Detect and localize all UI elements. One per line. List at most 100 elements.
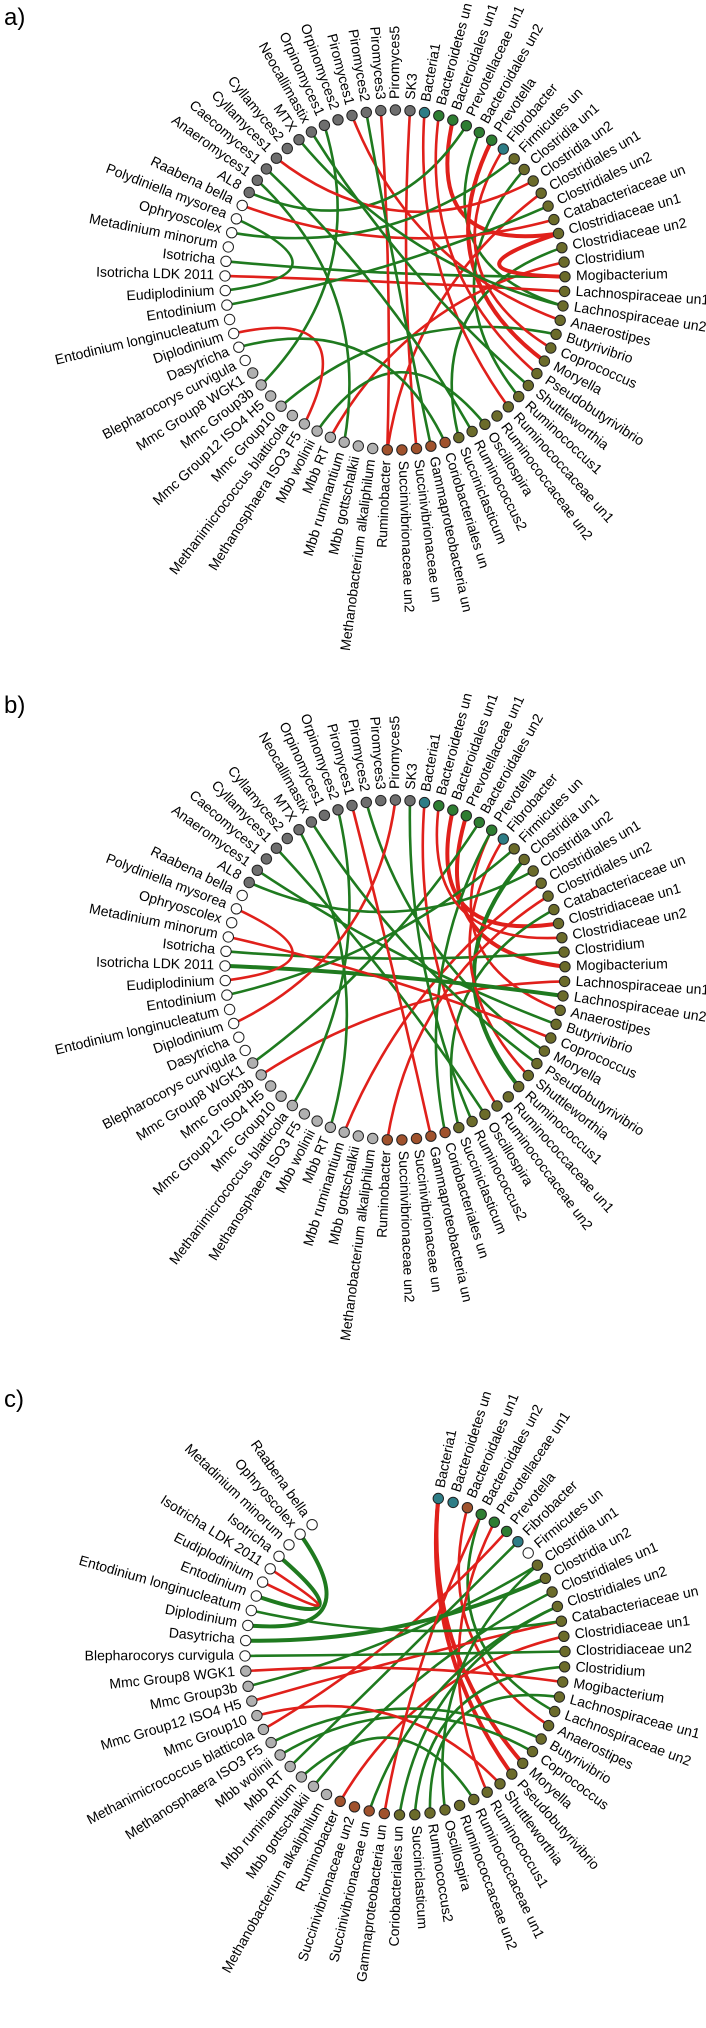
node-fibrobacter (512, 1536, 524, 1548)
node-mmc-group12-iso4-h5 (265, 1080, 277, 1092)
node-butyrivibrio (535, 1733, 547, 1745)
node-ruminobacter (381, 1134, 393, 1146)
node-mogibacterium (559, 271, 571, 283)
node-mbb-wolinii (274, 1749, 286, 1761)
node-entodinium (221, 989, 233, 1001)
node-ruminococcaceae-un1 (502, 401, 514, 413)
node-bacteroidales-un2 (473, 126, 485, 139)
edge-succinivibrionaceae-un-to-clostridiales-un2 (367, 1605, 559, 1813)
node-succiniclasticum (409, 1809, 421, 1821)
edge-succinivibrionaceae-un-to-sk3 (404, 109, 418, 450)
node-oscillospira (439, 1804, 451, 1816)
node-piromyces1 (346, 799, 358, 812)
edge-butyrivibrio-to-anaeromyces1 (256, 869, 558, 1026)
node-mbb-ruminantium (338, 1126, 350, 1138)
node-clostridia-un1 (531, 1559, 544, 1571)
node-ophryoscolex (226, 227, 238, 239)
edge-oscillospira-to-clostridia-un1 (441, 1563, 539, 1812)
node-cyllamyces1 (270, 152, 283, 164)
node-mmc-group8-wgk1 (247, 367, 259, 379)
edge-eudiplodinium-to-polydiniella-mysorea (224, 217, 294, 292)
node-mbb-gottschalkii (352, 440, 364, 452)
node-mbb-rt (324, 431, 337, 443)
node-entodinium (221, 299, 233, 311)
node-butyrivibrio (550, 328, 562, 340)
node-isotricha (220, 945, 232, 957)
edge-lachnospiraceae-un1-to-isotricha-ldk-2011 (223, 274, 566, 293)
panel-b-label: b) (4, 692, 26, 719)
node-anaerostipes (542, 1719, 555, 1732)
node-mbb-wolinii (311, 425, 323, 437)
node-succinivibrionaceae-un (410, 442, 423, 455)
node-gammaproteobacteria-un (425, 1130, 437, 1142)
edge-ruminococcaceae-un1-to-mbb-ruminantium (300, 1736, 476, 1801)
node-oscillospira (479, 1108, 491, 1121)
node-piromyces2 (360, 796, 372, 809)
node-coriobacteriales-un (439, 436, 451, 449)
node-ruminococcaceae-un2 (491, 410, 503, 422)
node-orpinomyces2 (332, 804, 344, 816)
node-entodinium (250, 1590, 262, 1602)
node-mmc-group8-wgk1 (247, 1057, 259, 1069)
edge-clostridia-un1-to-mmc-group3b (246, 1563, 539, 1688)
node-eudiplodinium (256, 1576, 269, 1588)
node-al8 (243, 186, 255, 199)
node-pseudobutyrivibrio (531, 367, 543, 380)
node-methanimicrococcus-blatticola (257, 1723, 270, 1736)
node-label-piromyces3: Piromyces3 (367, 26, 389, 100)
node-mtx (293, 134, 305, 146)
node-cyllamyces1 (270, 842, 283, 854)
node-mmc-group10 (251, 1709, 263, 1722)
node-blepharocorys-curvigula (239, 354, 251, 367)
node-diplodinium (228, 327, 240, 340)
node-ruminococcaceae-un2 (453, 1799, 466, 1812)
node-bacteroidales-un2 (475, 1508, 487, 1521)
edge-ruminobacter-to-clostridiales-un2 (386, 894, 550, 1142)
node-shuttleworthia (522, 379, 534, 392)
node-dasytricha (240, 1634, 252, 1647)
edge-al8-to-clostridia-un2 (247, 869, 535, 914)
node-prevotella (486, 824, 498, 836)
edge-eudiplodinium-to-polydiniella-mysorea (224, 907, 294, 982)
node-coprococcus (526, 1745, 539, 1758)
node-label-succinivibrionaceae-un2: Succinivibrionaceae un2 (396, 461, 418, 613)
node-lachnospiraceae-un1 (558, 285, 571, 298)
node-dasytricha (233, 341, 245, 353)
node-mmc-group3b (242, 1680, 254, 1693)
node-clostridiaceae-un2 (559, 1645, 571, 1658)
node-mbb-ruminantium (295, 1771, 308, 1783)
edge-dasytricha-to-coriobacteriales-un (237, 337, 447, 444)
node-piromyces3 (375, 794, 387, 807)
edge-cyllamyces1-to-clostridia-un2 (275, 156, 535, 214)
node-mbb-wolinii (311, 1115, 323, 1127)
node-clostridia-un2 (539, 1572, 552, 1585)
node-gammaproteobacteria-un (425, 440, 437, 452)
node-methanobacterium-alkaliphilum (367, 1132, 379, 1145)
edge-neocallimastix-to-shuttleworthia (310, 130, 530, 387)
edge-coriobacteriales-un-to-prevotella (434, 828, 493, 1134)
node-methanosphaera-iso3-f5 (298, 1108, 311, 1120)
panel-a-label: a) (4, 4, 26, 31)
node-label-piromyces5: Piromyces5 (386, 716, 402, 789)
node-firmicutes-un (508, 153, 520, 165)
node-ruminococcus1 (513, 390, 525, 403)
node-mbb-rt (284, 1760, 296, 1773)
node-anaeromyces1 (251, 864, 263, 876)
node-bacteria1 (432, 1492, 444, 1505)
node-lachnospiraceae-un1 (553, 1691, 566, 1703)
node-methanosphaera-iso3-f5 (265, 1736, 277, 1749)
node-neocallimastix (305, 816, 318, 828)
edge-catabacteriaceae-un-to-succiniclasticum (449, 908, 556, 1129)
edge-bacteroidetes-un-to-clostridiaceae-un2 (435, 804, 564, 940)
node-moryella (517, 1757, 529, 1770)
node-label-coriobacteriales-un: Coriobacteriales un (386, 1826, 406, 1947)
edge-butyrivibrio-to-methanosphaera-iso3-f5 (269, 1707, 543, 1744)
edge-clostridiales-un1-to-ruminobacter (386, 191, 543, 452)
node-succinivibrionaceae-un (410, 1132, 423, 1145)
node-firmicutes-un (522, 1547, 534, 1559)
edge-bacteroidetes-un-to-pseudobutyrivibrio (434, 114, 539, 375)
node-ruminobacter (334, 1795, 346, 1808)
edge-oscillospira-to-mbb-wolinii (315, 371, 487, 433)
edge-sk3-to-ruminococcus2 (408, 799, 474, 1123)
